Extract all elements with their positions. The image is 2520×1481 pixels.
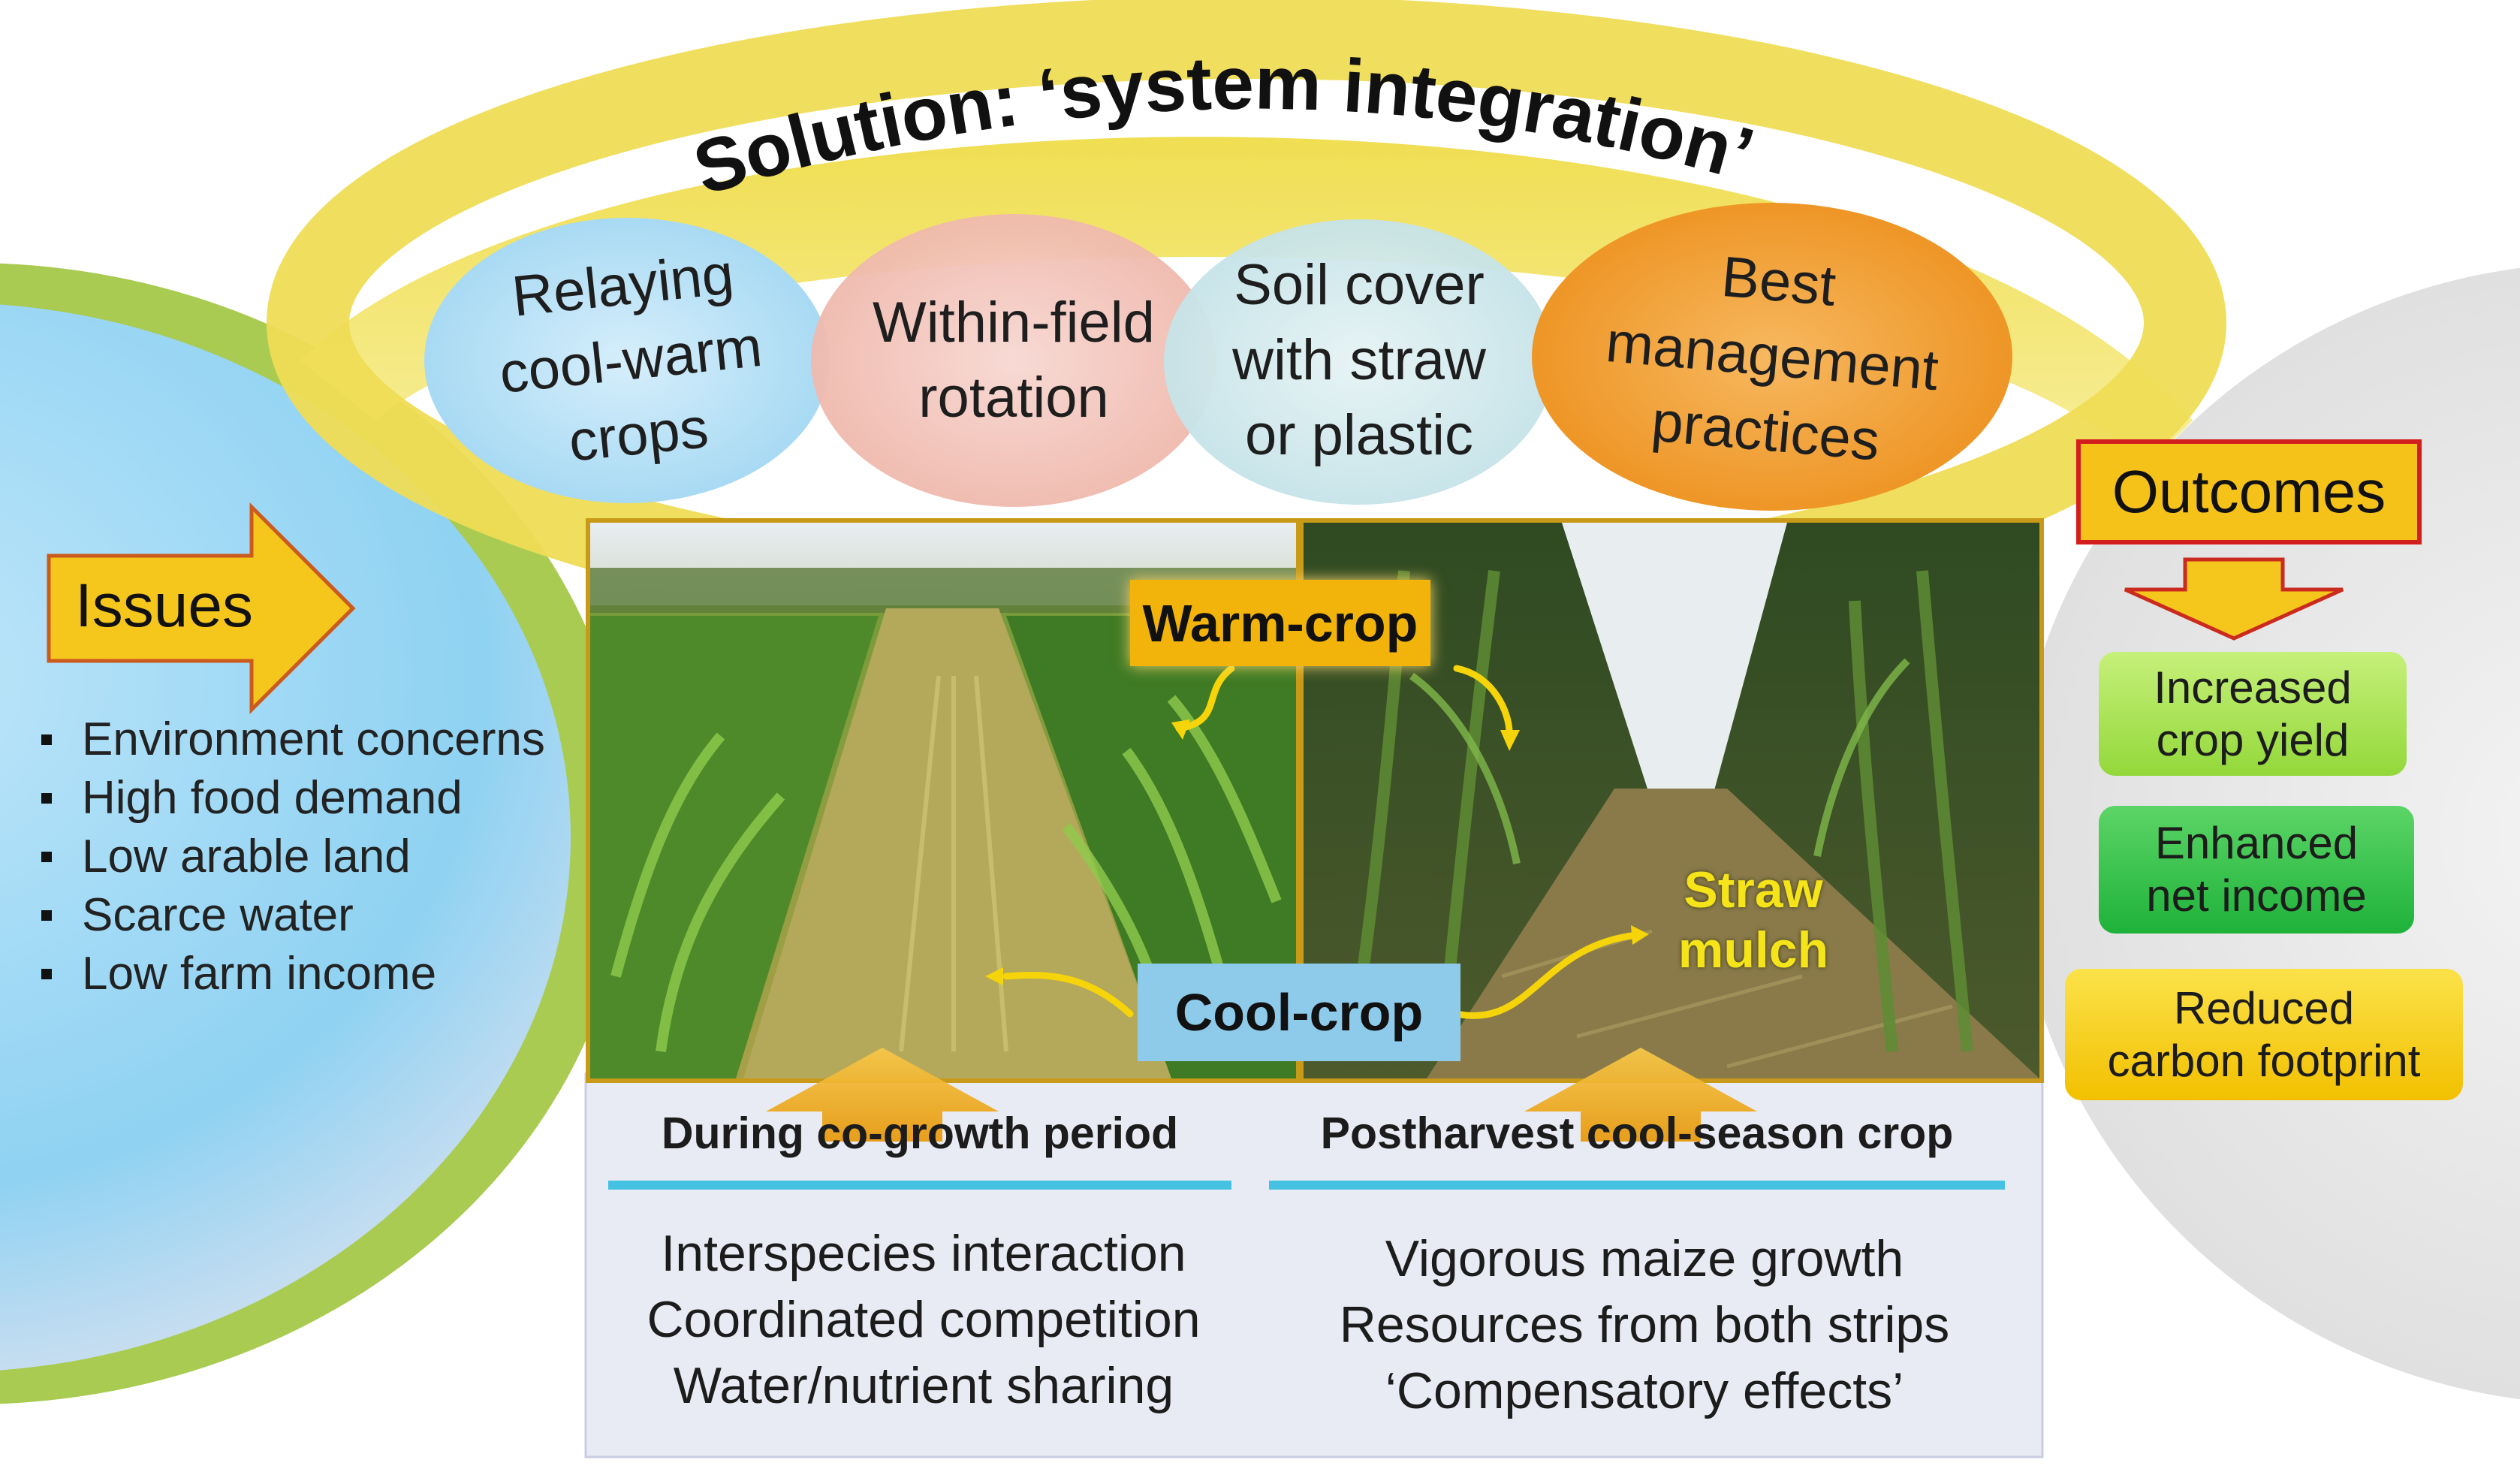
postharvest-mechanisms: Vigorous maize growth Resources from bot… bbox=[1339, 1230, 1950, 1419]
issue-item: Environment concerns bbox=[41, 710, 545, 769]
strategy-rotation: Within-field rotation bbox=[873, 291, 1155, 430]
svg-text:Solution: ‘system integration’: Solution: ‘system integration’ bbox=[685, 41, 1763, 211]
strategy-soil-cover: Soil cover with straw or plastic bbox=[1232, 253, 1486, 467]
issues-label: Issues bbox=[75, 572, 253, 640]
title-svg: Solution: ‘system integration’ bbox=[685, 41, 1763, 211]
outcomes-label: Outcomes bbox=[2076, 439, 2422, 544]
warm-crop-tag: Warm-crop bbox=[1130, 580, 1430, 666]
issue-item: Scarce water bbox=[41, 886, 545, 945]
co-growth-caption: During co-growth period bbox=[661, 1108, 1179, 1158]
co-growth-mechanisms: Interspecies interaction Coordinated com… bbox=[647, 1225, 1201, 1414]
postharvest-caption: Postharvest cool-season crop bbox=[1320, 1108, 1954, 1158]
issue-item: Low arable land bbox=[41, 828, 545, 886]
diagram-title: Solution: ‘system integration’ bbox=[685, 41, 1763, 211]
issues-list: Environment concerns High food demand Lo… bbox=[41, 710, 545, 1003]
strategy-relaying: Relaying cool-warm crops bbox=[496, 242, 765, 474]
straw-mulch-label: Straw mulch bbox=[1677, 861, 1829, 979]
issue-item: Low farm income bbox=[41, 945, 545, 1003]
strategy-management: Best management practices bbox=[1603, 244, 1941, 473]
cool-crop-tag: Cool-crop bbox=[1138, 964, 1460, 1061]
issue-item: High food demand bbox=[41, 769, 545, 828]
